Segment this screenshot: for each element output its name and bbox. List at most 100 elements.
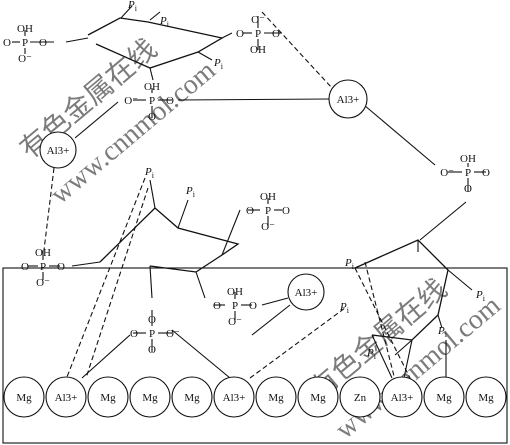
phosphate-left-label: O⁻ (440, 167, 454, 179)
phosphorus-label: P (255, 28, 261, 40)
surface-ion: Al3+ (213, 376, 255, 418)
surface-ion-label: Mg (184, 392, 200, 404)
phosphate-right-label: O (57, 261, 65, 273)
phosphorus-label: P (22, 37, 28, 49)
surface-ion: Mg (129, 376, 171, 418)
surface-ion-label: Mg (268, 392, 284, 404)
surface-ion-circle (171, 376, 213, 418)
free-al-ions: Al3+ Al3+ Al3+ (39, 79, 368, 311)
surface-ion: Mg (255, 376, 297, 418)
surface-ion-circle (381, 376, 423, 418)
surface-ion: Mg (465, 376, 507, 418)
al-ion-upper-right (328, 79, 368, 119)
surface-ion-circle (3, 376, 45, 418)
surface-ion-label: Mg (478, 392, 494, 404)
phosphate-pi-label: Pi (213, 57, 224, 71)
surface-ion-circle (87, 376, 129, 418)
phosphate-bottom-label: O⁻ (18, 53, 32, 65)
phosphate-right-label: O (282, 205, 290, 217)
phosphorus-label: P (149, 95, 155, 107)
surface-ion-row: Mg Al3+ Mg Mg Mg Al3+ Mg Mg Zn Al3+ Mg Mg (3, 376, 507, 418)
surface-ion-label: Mg (310, 392, 326, 404)
phosphate-left-label: O (3, 37, 11, 49)
phosphorus-label: P (465, 167, 471, 179)
coordination-bonds (43, 11, 447, 383)
al-ion-label: Al3+ (47, 145, 70, 157)
phosphate-pi-label: Pi (339, 301, 350, 315)
surface-ion-circle (213, 376, 255, 418)
phosphate-pi-label: Pi (475, 289, 486, 303)
phosphate-top-label: OH (260, 191, 276, 203)
phosphate-pi-label: Pi (127, 0, 138, 13)
phosphate-pi-label: Pi (344, 257, 355, 271)
phosphate-right-label: O (166, 95, 174, 107)
surface-ion-label: Al3+ (55, 392, 78, 404)
surface-ion-circle (297, 376, 339, 418)
phosphate-top-label: OH (35, 247, 51, 259)
surface-ion-circle (45, 376, 87, 418)
phosphate-left-label: O (213, 300, 221, 312)
surface-ion-circle (129, 376, 171, 418)
phosphorus-label: P (149, 328, 155, 340)
phosphate-left-label: O (246, 205, 254, 217)
surface-ion-label: Mg (16, 392, 32, 404)
phosphate-left-label: O (21, 261, 29, 273)
surface-ion-circle (423, 376, 465, 418)
phosphate-right-label: O (482, 167, 490, 179)
middle-phytate-molecule (28, 179, 289, 352)
phosphate-right-label: O (249, 300, 257, 312)
surface-ion-circle (465, 376, 507, 418)
surface-ion-label: Mg (142, 392, 158, 404)
al-ion-left (39, 131, 77, 169)
surface-ion: Mg (171, 376, 213, 418)
surface-ion-circle (339, 376, 381, 418)
surface-ion-label: Al3+ (391, 392, 414, 404)
phosphate-left-label: O (130, 328, 138, 340)
phosphate-top-label: OH (144, 81, 160, 93)
phosphorus-label: P (232, 300, 238, 312)
phosphate-bottom-label: O⁻ (36, 277, 50, 289)
phosphate-left-label: O⁻ (124, 95, 138, 107)
phosphate-bottom-label: O (464, 183, 472, 195)
phosphorus-label: P (40, 261, 46, 273)
surface-ion: Al3+ (45, 376, 87, 418)
al-ion-label: Al3+ (337, 94, 360, 106)
phosphate-bottom-label: O⁻ (228, 316, 242, 328)
phosphorus-label: P (265, 205, 271, 217)
phosphate-pi-label: Pi (144, 166, 155, 180)
phosphate-bottom-label: O (148, 111, 156, 123)
phosphate-pi-label: Pi (185, 185, 196, 199)
surface-ion: Al3+ (381, 376, 423, 418)
phosphate-right-label: O⁻ (166, 328, 180, 340)
phosphate-top-label: OH (460, 153, 476, 165)
surface-ion-circle (255, 376, 297, 418)
phosphate-bottom-label: O⁻ (261, 221, 275, 233)
phosphate-bottom-label: OH (250, 44, 266, 56)
phosphate-top-label: OH (17, 23, 33, 35)
surface-ion-label: Mg (436, 392, 452, 404)
phosphate-pi-label: Pi (159, 15, 170, 29)
al-ion-label: Al3+ (295, 287, 318, 299)
upper-phytate-molecule (12, 5, 282, 118)
surface-ion: Mg (297, 376, 339, 418)
phosphate-top-label: OH (227, 286, 243, 298)
al-ion-middle (287, 273, 325, 311)
surface-ion-label: Mg (100, 392, 116, 404)
metal-surface-box (2, 267, 508, 444)
right-inositol-ring (354, 239, 449, 341)
phosphate-right-label: O (39, 37, 47, 49)
phosphate-pi-label: Pi (366, 347, 377, 361)
surface-ion: Mg (87, 376, 129, 418)
phosphate-left-label: O (236, 28, 244, 40)
phosphate-top-label: O⁻ (251, 14, 265, 26)
phosphate-bottom-label: O (148, 344, 156, 356)
phosphate-right-label: O (272, 28, 280, 40)
surface-ion-label: Al3+ (223, 392, 246, 404)
surface-ion: Zn (339, 376, 381, 418)
surface-ion-label: Zn (354, 392, 367, 404)
right-phytate-molecule (354, 163, 486, 356)
phosphate-pi-label: Pi (437, 325, 448, 339)
phosphate-top-label: O (148, 314, 156, 326)
